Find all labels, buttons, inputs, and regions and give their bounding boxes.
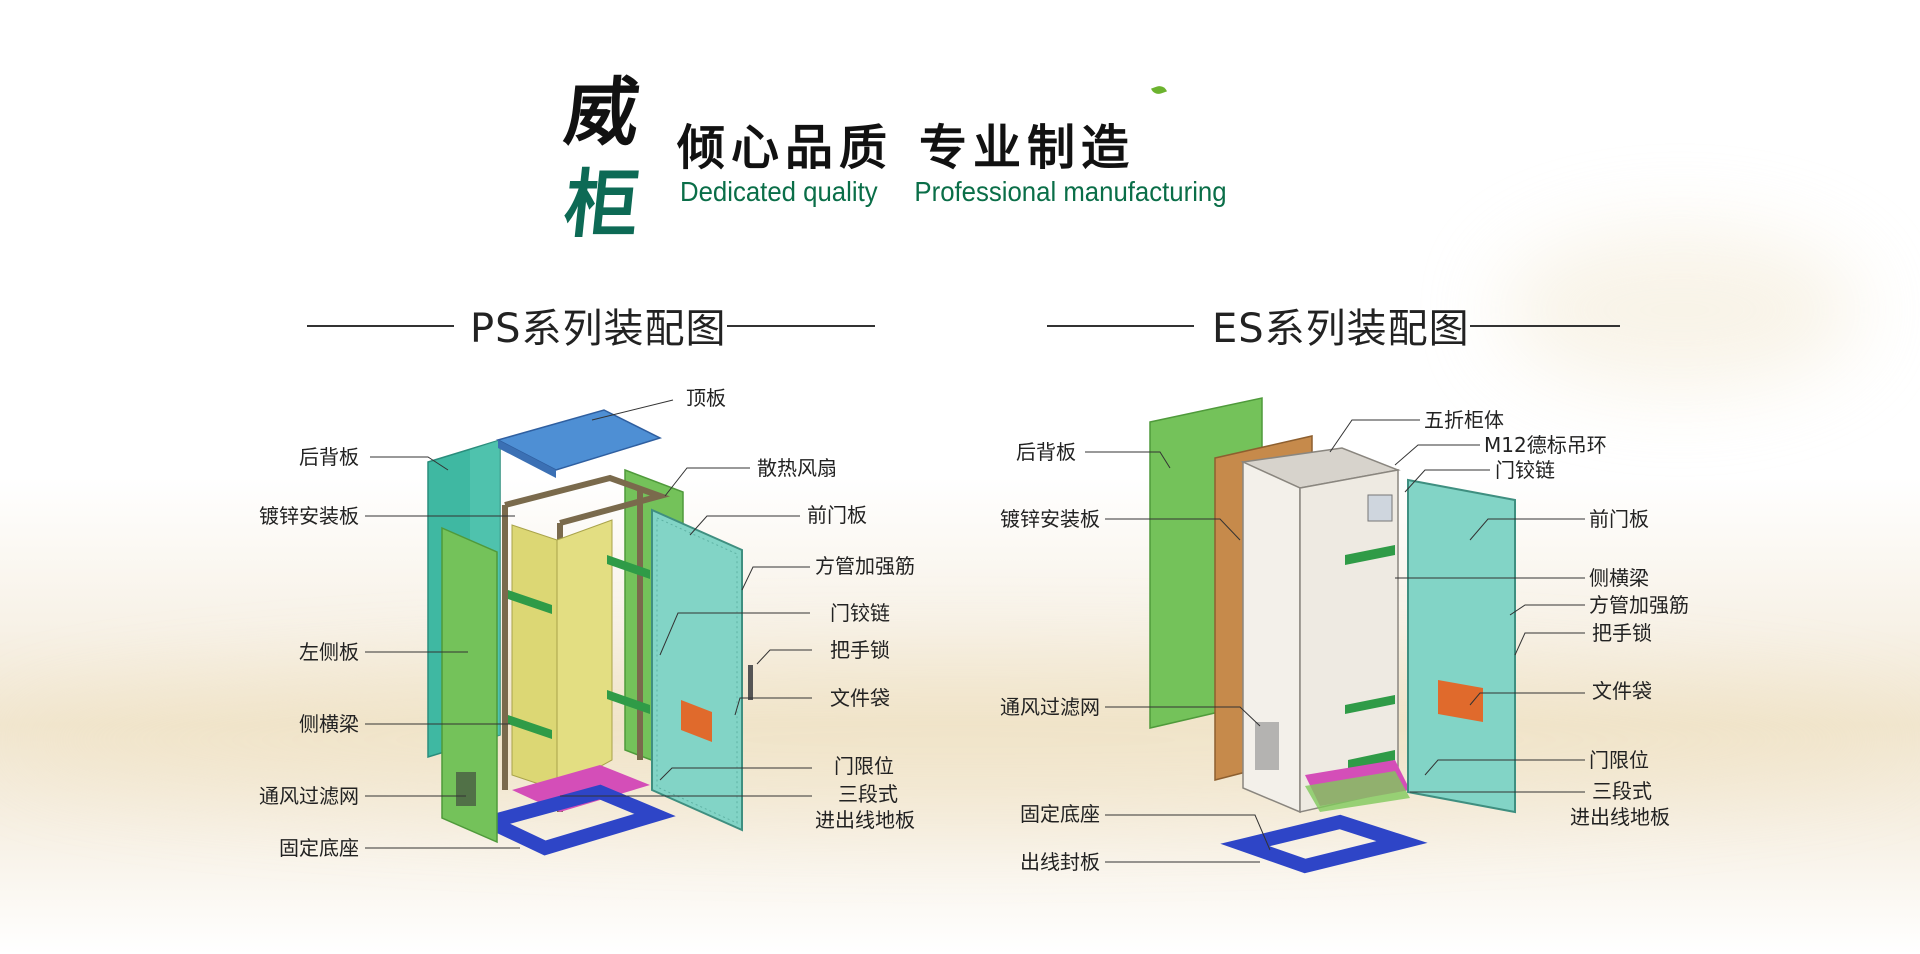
ps-label-cable-plate: 进出线地板 [815, 808, 915, 832]
es-front-door-shape [1407, 478, 1516, 814]
slogan-cn-part: 倾心品质 [677, 120, 894, 176]
title-rule [727, 325, 875, 327]
ps-label-front-door: 前门板 [807, 503, 867, 527]
ps-label-mount-plate: 镀锌安装板 [259, 504, 359, 528]
slogan-en-part: Professional manufacturing [914, 176, 1227, 207]
ps-top-panel-shape [495, 409, 663, 471]
es-label-five-fold: 五折柜体 [1424, 408, 1504, 432]
ps-base-shape [469, 784, 676, 856]
title-rule [1470, 325, 1620, 327]
es-label-outlet-plate: 出线封板 [1020, 850, 1100, 874]
ps-label-vent-filter: 通风过滤网 [259, 784, 359, 808]
slogan-en-part: Dedicated quality [680, 176, 878, 207]
ps-left-panel-shape [441, 526, 498, 844]
slogan-english: Dedicated quality Professional manufactur… [680, 176, 1227, 208]
es-label-cable-plate: 进出线地板 [1570, 805, 1670, 829]
es-label-side-beam: 侧横梁 [1589, 566, 1649, 590]
background-glow [1500, 230, 1860, 390]
es-label-front-door: 前门板 [1589, 507, 1649, 531]
ps-assembly-diagram [365, 399, 812, 856]
es-label-doc-pocket: 文件袋 [1592, 679, 1652, 703]
ps-label-fan: 散热风扇 [757, 456, 837, 480]
ps-label-rear-panel: 后背板 [299, 445, 359, 469]
slogan-cn-part: 专业制造 [919, 120, 1136, 176]
ps-label-hinge: 门铰链 [830, 601, 890, 625]
es-label-handle-lock: 把手锁 [1592, 621, 1652, 645]
ps-label-three-section: 三段式 [838, 782, 898, 806]
ps-label-doc-pocket: 文件袋 [830, 686, 890, 710]
slogan-chinese: 倾心品质专业制造 [677, 108, 1135, 178]
es-label-lifting-ring: M12德标吊环 [1484, 433, 1607, 457]
es-label-square-tube: 方管加强筋 [1589, 593, 1689, 617]
ps-front-door-shape [651, 508, 743, 832]
ps-section-title: PS系列装配图 [470, 306, 727, 352]
ps-label-side-beam: 侧横梁 [299, 712, 359, 736]
es-label-three-section: 三段式 [1592, 779, 1652, 803]
ps-label-door-stop: 门限位 [834, 754, 894, 778]
es-label-vent-filter: 通风过滤网 [1000, 695, 1100, 719]
ps-label-handle-lock: 把手锁 [830, 638, 890, 662]
es-doc-pocket-shape [1438, 680, 1483, 722]
es-base-shape [1220, 814, 1428, 874]
background-glow [0, 660, 1920, 820]
es-label-base: 固定底座 [1020, 802, 1100, 826]
es-label-door-stop: 门限位 [1589, 748, 1649, 772]
es-section-title: ES系列装配图 [1212, 306, 1470, 352]
ps-label-left-panel: 左侧板 [299, 640, 359, 664]
title-rule [1047, 325, 1194, 327]
ps-label-base: 固定底座 [279, 836, 359, 860]
es-label-mount-plate: 镀锌安装板 [1000, 507, 1100, 531]
title-rule [307, 325, 454, 327]
ps-doc-pocket-shape [681, 700, 712, 742]
es-label-hinge: 门铰链 [1495, 458, 1555, 482]
ps-label-top-panel: 顶板 [686, 386, 726, 410]
es-label-rear-panel: 后背板 [1016, 440, 1076, 464]
ps-label-square-tube: 方管加强筋 [815, 554, 915, 578]
